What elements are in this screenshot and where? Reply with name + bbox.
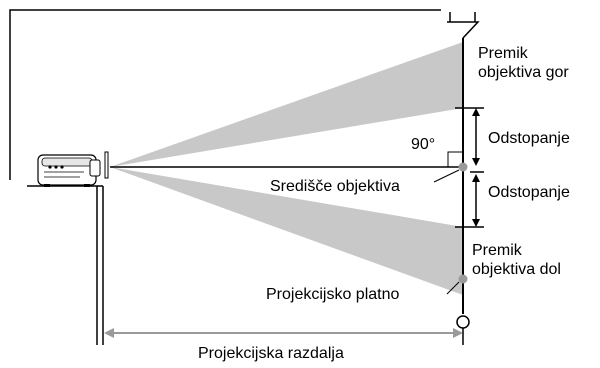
- screen-roller-icon: [456, 315, 470, 329]
- distance-dimension: [104, 328, 464, 345]
- room-outline: [9, 9, 441, 180]
- offset-upper-label: Odstopanje: [488, 130, 570, 147]
- offset-lower-label: Odstopanje: [488, 184, 570, 201]
- offset-dimension: [455, 107, 484, 228]
- screen-marker: [458, 274, 468, 284]
- projector-lens: [104, 151, 109, 179]
- distance-label: Projekcijska razdalja: [198, 345, 344, 362]
- lens-center-marker: [458, 162, 468, 172]
- lens-shift-up-label-line2: objektiva gor: [478, 64, 569, 81]
- beam-upper: [110, 42, 463, 167]
- screen-leader: [446, 281, 460, 295]
- screen-mount-icon: [447, 12, 480, 39]
- screen-label: Projekcijsko platno: [266, 286, 400, 303]
- angle-label: 90°: [411, 136, 435, 153]
- lens-center-label: Središče objektiva: [270, 178, 400, 195]
- lens-shift-down-label-line1: Premik: [472, 242, 523, 259]
- lens-shift-down-label-line2: objektiva dol: [472, 261, 561, 278]
- beam-lower: [110, 167, 463, 295]
- projector-icon: [37, 154, 101, 187]
- lens-shift-up-label-line1: Premik: [478, 45, 529, 62]
- right-angle-mark: [447, 151, 463, 167]
- lens-center-leader: [433, 169, 460, 183]
